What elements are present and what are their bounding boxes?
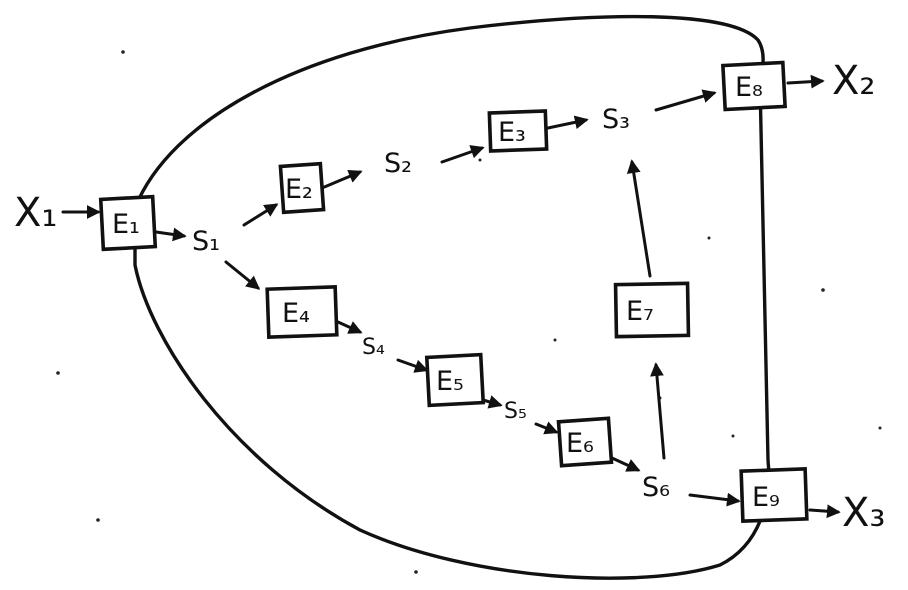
- reaction-arrows: [61, 74, 841, 519]
- arrow-s6-e7: [650, 362, 666, 460]
- enzyme-e4: E₄: [265, 284, 339, 340]
- enzyme-e7: E₇: [613, 281, 691, 339]
- arrow-s1-e2: [242, 203, 279, 227]
- enzyme-e8: E₈: [720, 60, 788, 112]
- arrow-s4-e5: [396, 358, 429, 373]
- arrow-e3-s3: [546, 115, 589, 130]
- arrow-e8-x2: [786, 74, 825, 89]
- enzyme-e6: E₆: [556, 416, 614, 468]
- arrow-e4-s4: [336, 320, 363, 334]
- arrow-s6-e9: [688, 492, 741, 507]
- arrow-e2-s2: [320, 169, 363, 190]
- arrow-e7-s3: [626, 159, 652, 278]
- speck: [707, 236, 711, 240]
- arrow-s1-e4: [224, 260, 261, 290]
- enzyme-e3: E₃: [487, 109, 549, 153]
- substrate-s5: S₅: [504, 399, 527, 424]
- substrate-s6: S₆: [642, 472, 670, 503]
- arrow-s3-e8: [654, 89, 717, 112]
- speck: [553, 338, 557, 342]
- svg-text:E₉: E₉: [752, 482, 780, 513]
- input-x1: X₁: [14, 190, 57, 236]
- arrow-e6-s6: [610, 456, 641, 472]
- output-x2: X₂: [832, 58, 875, 104]
- enzyme-e2: E₂: [278, 161, 326, 215]
- substrate-s3: S₃: [602, 104, 630, 135]
- svg-text:E₆: E₆: [566, 428, 594, 459]
- svg-text:E₁: E₁: [112, 209, 140, 240]
- speck: [96, 518, 100, 522]
- speck: [414, 570, 418, 574]
- arrow-e1-s1: [154, 227, 187, 242]
- svg-text:E₄: E₄: [282, 298, 310, 329]
- speck: [878, 426, 882, 430]
- substrate-s1: S₁: [192, 226, 220, 257]
- arrow-s5-e6: [534, 421, 559, 435]
- svg-text:E₃: E₃: [498, 117, 526, 148]
- speck: [121, 50, 125, 54]
- arrow-e9-x3: [808, 504, 841, 519]
- svg-text:E₂: E₂: [285, 174, 313, 205]
- svg-text:E₈: E₈: [735, 72, 763, 103]
- enzyme-e1: E₁: [98, 194, 158, 252]
- output-x3: X₃: [842, 490, 885, 536]
- svg-text:E₅: E₅: [436, 366, 464, 397]
- enzyme-e9: E₉: [739, 467, 809, 523]
- substrate-s4: S₄: [362, 335, 385, 360]
- speck: [821, 288, 825, 292]
- speck: [478, 158, 482, 162]
- arrow-s2-e3: [440, 145, 485, 164]
- arrow-e5-s5: [481, 395, 503, 409]
- svg-text:E₇: E₇: [626, 296, 654, 327]
- speck: [731, 434, 735, 438]
- speck: [56, 371, 60, 375]
- enzyme-e5: E₅: [424, 352, 486, 408]
- substrate-s2: S₂: [384, 148, 412, 179]
